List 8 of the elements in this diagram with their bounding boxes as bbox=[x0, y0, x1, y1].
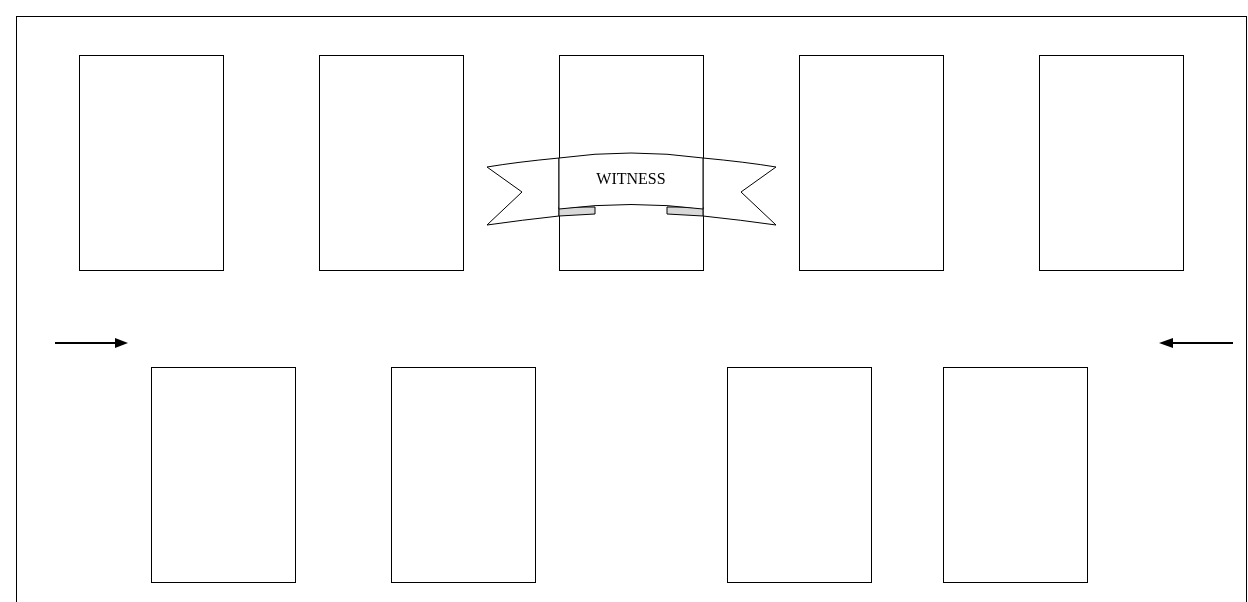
rectangle-box bbox=[799, 55, 944, 271]
rectangle-box bbox=[943, 367, 1088, 583]
rectangle-box bbox=[151, 367, 296, 583]
rectangle-box bbox=[319, 55, 464, 271]
rectangle-box bbox=[79, 55, 224, 271]
rectangle-box bbox=[1039, 55, 1184, 271]
rectangle-box bbox=[727, 367, 872, 583]
rectangle-box bbox=[391, 367, 536, 583]
